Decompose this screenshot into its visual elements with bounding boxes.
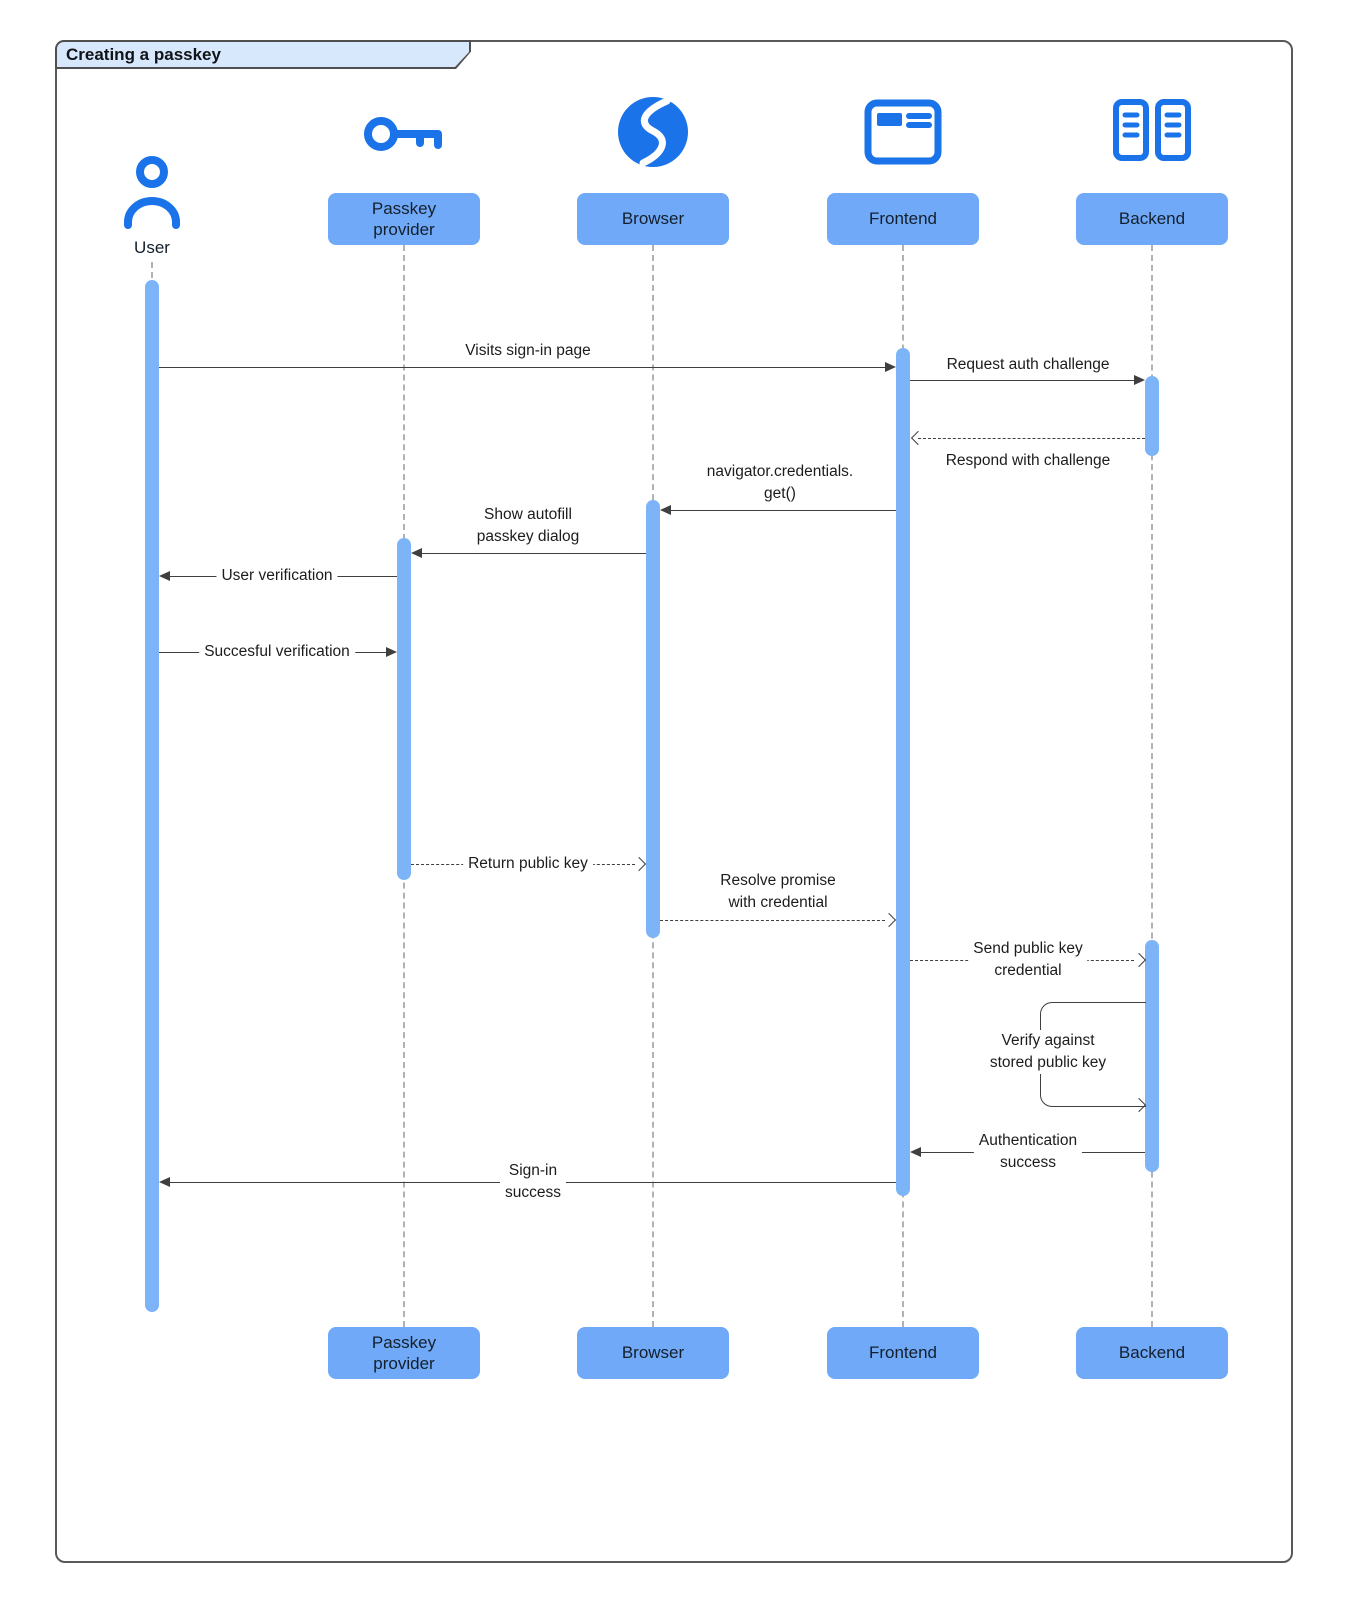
- footer-passkey-provider-label: Passkey provider: [371, 1333, 437, 1373]
- actor-browser: Browser: [577, 193, 729, 245]
- actor-passkey-provider: Passkey provider: [328, 193, 480, 245]
- message-label: Verify against stored public key: [984, 1030, 1112, 1074]
- diagram-frame: [55, 40, 1293, 1563]
- footer-backend-label: Backend: [1118, 1343, 1186, 1362]
- message-label: navigator.credentials. get(): [707, 461, 853, 505]
- user-icon: [124, 156, 180, 229]
- browser-window-icon: [864, 99, 942, 165]
- message-line: [918, 438, 1145, 439]
- message-label-line: passkey dialog: [476, 528, 580, 545]
- message-label-line: navigator.credentials.: [706, 463, 854, 480]
- arrowhead-icon: [660, 505, 671, 515]
- message-label-line: Send public key: [973, 940, 1083, 957]
- message-label-line: Sign-in: [508, 1162, 558, 1179]
- arrowhead-icon: [386, 647, 397, 657]
- message-label-line: with credential: [728, 894, 828, 911]
- message-line: [660, 920, 885, 921]
- message-label: Succesful verification: [199, 641, 355, 663]
- message-label: Send public key credential: [968, 938, 1088, 982]
- message-label-line: Verify against: [1001, 1032, 1095, 1049]
- footer-passkey-provider: Passkey provider: [328, 1327, 480, 1379]
- message-label: Authentication success: [973, 1130, 1083, 1174]
- message-label-line: success: [1000, 1154, 1056, 1171]
- message-line: [159, 367, 886, 368]
- arrowhead-icon: [910, 1147, 921, 1157]
- activation-passkey-provider: [397, 538, 411, 880]
- activation-browser: [646, 500, 660, 938]
- actor-frontend-label: Frontend: [868, 209, 938, 228]
- footer-browser-label: Browser: [621, 1343, 685, 1362]
- message-line: [910, 380, 1135, 381]
- message-label: Respond with challenge: [945, 452, 1111, 469]
- activation-backend-2: [1145, 940, 1159, 1172]
- message-label-line: credential: [994, 962, 1062, 979]
- lifeline-backend: [1151, 245, 1153, 1327]
- message-label: Resolve promise with credential: [720, 870, 835, 914]
- footer-browser: Browser: [577, 1327, 729, 1379]
- actor-frontend: Frontend: [827, 193, 979, 245]
- message-label-line: Show autofill: [484, 506, 572, 523]
- actor-backend-label: Backend: [1118, 209, 1186, 228]
- globe-icon: [618, 97, 688, 167]
- footer-frontend-label: Frontend: [868, 1343, 938, 1362]
- message-label: User verification: [216, 565, 338, 587]
- arrowhead-icon: [159, 1177, 170, 1187]
- actor-backend: Backend: [1076, 193, 1228, 245]
- arrowhead-icon: [411, 548, 422, 558]
- message-label: Return public key: [463, 853, 593, 875]
- message-line: [671, 510, 896, 511]
- message-label-line: Authentication: [978, 1132, 1078, 1149]
- message-label: Visits sign-in page: [465, 342, 591, 359]
- message-label-line: stored public key: [989, 1054, 1107, 1071]
- arrowhead-icon: [159, 571, 170, 581]
- actor-user-label: User: [134, 238, 170, 257]
- message-label-line: success: [505, 1184, 561, 1201]
- arrowhead-icon: [885, 362, 896, 372]
- message-label-line: Resolve promise: [720, 872, 836, 889]
- activation-user: [145, 280, 159, 1312]
- message-label-line: get(): [764, 485, 796, 502]
- message-line: [422, 553, 646, 554]
- actor-browser-label: Browser: [621, 209, 685, 228]
- server-icon: [1113, 99, 1191, 161]
- activation-backend-1: [1145, 376, 1159, 456]
- message-label: Show autofill passkey dialog: [477, 504, 580, 548]
- key-icon: [364, 117, 442, 151]
- arrowhead-icon: [1134, 375, 1145, 385]
- actor-passkey-provider-label: Passkey provider: [371, 199, 437, 239]
- diagram-title-tab: Creating a passkey: [55, 40, 471, 69]
- message-label: Sign-in success: [500, 1160, 566, 1204]
- activation-frontend: [896, 348, 910, 1196]
- footer-frontend: Frontend: [827, 1327, 979, 1379]
- message-label: Request auth challenge: [946, 356, 1110, 373]
- diagram-title: Creating a passkey: [57, 42, 469, 67]
- footer-backend: Backend: [1076, 1327, 1228, 1379]
